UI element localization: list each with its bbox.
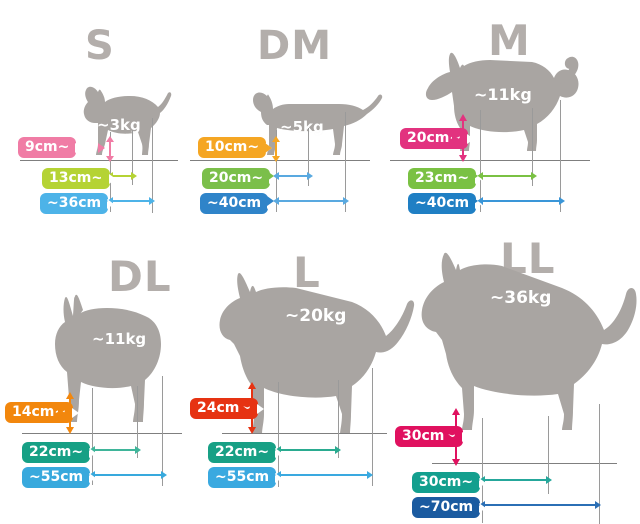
guide-chest-ll bbox=[482, 418, 483, 523]
length-arrow-dl bbox=[89, 471, 167, 479]
guide-mid-m bbox=[532, 108, 533, 186]
size-letter-dm: DM bbox=[257, 23, 333, 69]
length-label-tip-m bbox=[471, 196, 478, 206]
baseline-s bbox=[20, 160, 178, 161]
height-label-tip-dm bbox=[265, 143, 272, 153]
guide-rear-s bbox=[152, 118, 153, 213]
weight-label-m: ~11kg bbox=[474, 85, 532, 104]
length-label-m: ~40cm bbox=[408, 193, 483, 215]
guide-chest-dm bbox=[276, 130, 277, 212]
length-label-tip-l bbox=[269, 470, 276, 480]
weight-label-s: ~3kg bbox=[97, 116, 141, 134]
length-arrow-l bbox=[275, 471, 373, 479]
weight-label-ll: ~36kg bbox=[490, 288, 552, 308]
guide-chest-m bbox=[480, 110, 481, 212]
height-label-tip-m bbox=[452, 134, 459, 144]
height-label-dl: 14cm~ bbox=[5, 402, 80, 424]
neck-arrow-ll bbox=[479, 476, 552, 484]
length-label-tip-dm bbox=[267, 196, 274, 206]
length-label-tip-ll bbox=[473, 500, 480, 510]
dog-silhouette-dl bbox=[45, 288, 175, 428]
guide-rear-ll bbox=[599, 404, 600, 524]
panel-m: M ~11kg 20cm~ 23cm~ bbox=[390, 0, 640, 240]
panel-ll: LL ~36kg 30cm~ 30cm~ bbox=[395, 230, 640, 524]
guide-rear-m bbox=[560, 100, 561, 212]
length-label-s: ~36cm bbox=[40, 193, 115, 215]
baseline-m bbox=[390, 160, 590, 161]
panel-dm: DM ~5kg 10cm~ 20cm~ bbox=[190, 0, 400, 240]
length-arrow-m bbox=[477, 197, 565, 205]
guide-rear-dl bbox=[162, 376, 163, 486]
length-label-dl: ~55cm bbox=[22, 467, 97, 489]
guide-mid-s bbox=[132, 130, 133, 185]
neck-label-tip-ll bbox=[473, 475, 480, 485]
size-letter-l: L bbox=[293, 248, 321, 297]
neck-label-tip-s bbox=[101, 171, 108, 181]
length-label-dm: ~40cm bbox=[200, 193, 275, 215]
height-label-tip-s bbox=[98, 143, 105, 153]
neck-label-tip-m bbox=[471, 171, 478, 181]
height-label-ll: 30cm~ bbox=[395, 426, 470, 448]
guide-chest-s bbox=[110, 132, 111, 212]
height-label-tip-l bbox=[240, 404, 247, 414]
neck-label-l: 22cm~ bbox=[208, 442, 283, 464]
neck-label-s: 13cm~ bbox=[42, 168, 117, 190]
neck-label-dm: 20cm~ bbox=[202, 168, 277, 190]
baseline-dl bbox=[22, 433, 182, 434]
baseline-ll bbox=[432, 463, 617, 464]
height-arrow-dm bbox=[272, 136, 280, 162]
size-letter-m: M bbox=[488, 16, 531, 65]
neck-label-dl: 22cm~ bbox=[22, 442, 97, 464]
weight-label-l: ~20kg bbox=[285, 306, 347, 326]
size-letter-dl: DL bbox=[108, 252, 172, 301]
panel-s: S ~3kg 9cm~ 13cm~ bbox=[0, 0, 200, 240]
length-label-tip-s bbox=[101, 196, 108, 206]
neck-label-tip-dl bbox=[83, 445, 90, 455]
guide-mid-dl bbox=[137, 386, 138, 458]
height-label-dm: 10cm~ bbox=[198, 137, 273, 159]
neck-arrow-dm bbox=[273, 172, 313, 180]
guide-mid-dm bbox=[308, 128, 309, 186]
guide-rear-dm bbox=[345, 112, 346, 212]
dog-silhouette-ll bbox=[412, 236, 637, 431]
guide-chest-dl bbox=[92, 388, 93, 485]
dog-silhouette-m bbox=[420, 44, 595, 154]
height-label-m: 20cm~ bbox=[400, 128, 475, 150]
length-label-l: ~55cm bbox=[208, 467, 283, 489]
height-label-s: 9cm~ bbox=[18, 137, 83, 159]
neck-arrow-m bbox=[477, 172, 537, 180]
weight-label-dl: ~11kg bbox=[92, 330, 147, 348]
size-letter-s: S bbox=[85, 23, 115, 69]
neck-label-tip-dm bbox=[267, 171, 274, 181]
weight-label-dm: ~5kg bbox=[280, 118, 324, 136]
baseline-l bbox=[222, 433, 387, 434]
height-label-l: 24cm~ bbox=[190, 398, 265, 420]
panel-dl: DL ~11kg 14cm~ 22cm~ bbox=[0, 240, 200, 489]
length-label-tip-dl bbox=[83, 470, 90, 480]
dog-silhouette-dm bbox=[245, 84, 385, 160]
neck-arrow-l bbox=[275, 446, 341, 454]
neck-label-tip-l bbox=[269, 445, 276, 455]
panel-l: L ~20kg 24cm~ 22cm~ bbox=[190, 240, 420, 489]
length-arrow-s bbox=[107, 197, 155, 205]
guide-mid-l bbox=[338, 380, 339, 458]
guide-mid-ll bbox=[548, 416, 549, 494]
neck-arrow-dl bbox=[89, 446, 141, 454]
baseline-dm bbox=[190, 160, 370, 161]
height-label-tip-dl bbox=[58, 408, 65, 418]
neck-label-ll: 30cm~ bbox=[412, 472, 487, 494]
height-arrow-s bbox=[106, 136, 114, 162]
length-arrow-ll bbox=[479, 501, 601, 509]
neck-label-m: 23cm~ bbox=[408, 168, 483, 190]
guide-chest-l bbox=[278, 382, 279, 487]
dog-silhouette-s bbox=[72, 82, 182, 160]
length-arrow-dm bbox=[273, 197, 349, 205]
dog-silhouette-l bbox=[212, 256, 417, 436]
height-label-tip-ll bbox=[445, 432, 452, 442]
guide-rear-l bbox=[372, 368, 373, 486]
